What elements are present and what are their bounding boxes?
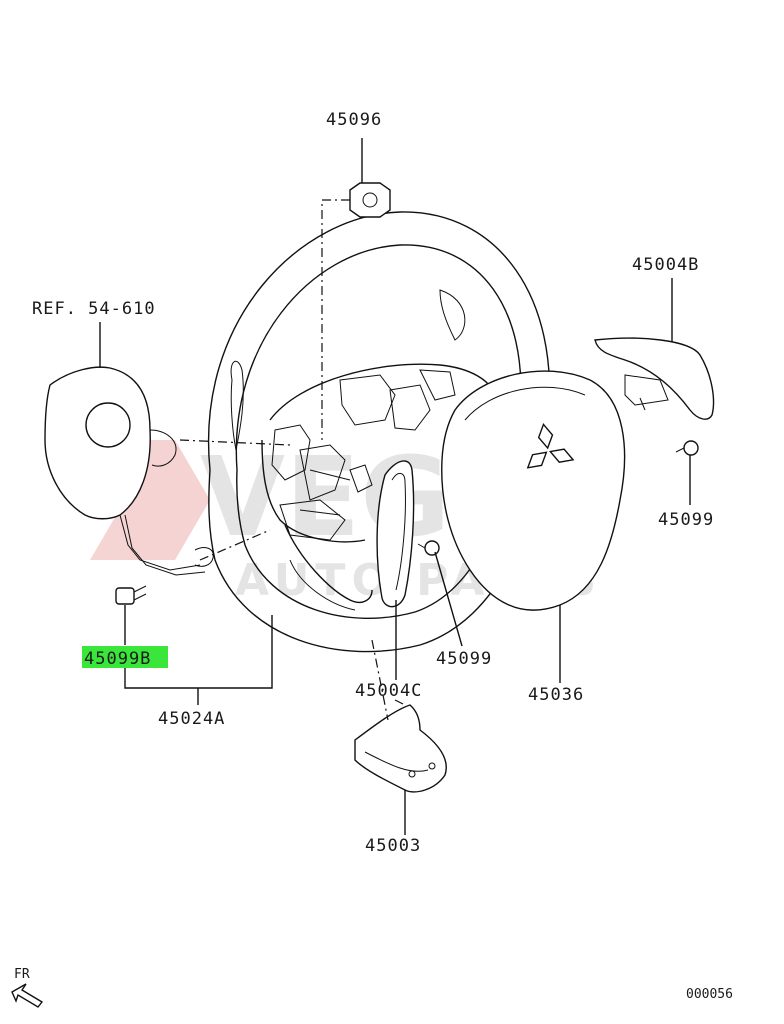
steering-wheel-45024A [207, 211, 551, 653]
label-45099B: 45099B [84, 649, 151, 669]
lower-cover-45003 [354, 704, 447, 793]
label-45024A: 45024A [158, 709, 225, 729]
label-45099-right: 45099 [658, 510, 714, 530]
airbag-module-45036 [441, 370, 626, 611]
emblem-icon [526, 423, 575, 469]
label-45004C: 45004C [355, 681, 422, 701]
label-45036: 45036 [528, 685, 584, 705]
diagram-code: 000056 [686, 987, 733, 1002]
bolt-45099B [115, 585, 147, 605]
cover-45004B [594, 337, 715, 420]
label-45004B: 45004B [632, 255, 699, 275]
leader-lines [99, 138, 691, 835]
bolt-45099-center [417, 540, 440, 556]
label-45099-center: 45099 [436, 649, 492, 669]
label-45003: 45003 [365, 836, 421, 856]
label-fr: FR [14, 967, 30, 982]
highlight-45099B [82, 646, 168, 668]
front-arrow-icon [11, 983, 44, 1008]
cover-45004C [376, 460, 415, 608]
bolt-45099-right [675, 440, 699, 456]
label-ref-54-610: REF. 54-610 [32, 299, 156, 319]
label-45096: 45096 [326, 110, 382, 130]
clock-spring-ref-54-610 [44, 366, 214, 576]
nut-45096 [349, 182, 391, 218]
